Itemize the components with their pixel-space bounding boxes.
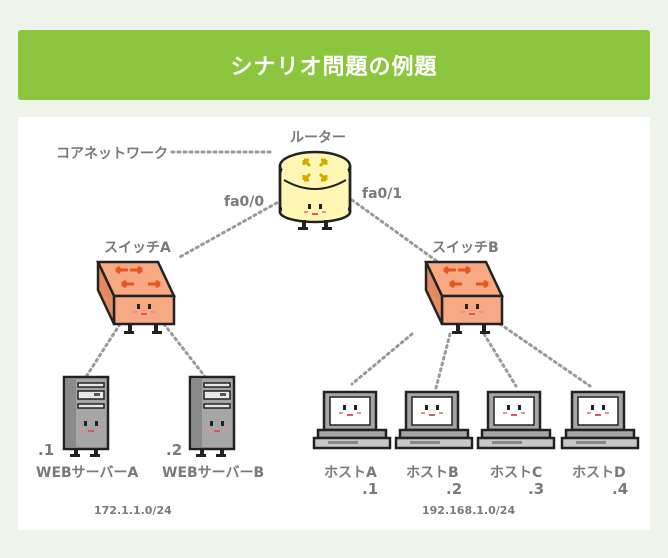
link-switch-a-server-a [82, 322, 122, 382]
subnet-left-label: 172.1.1.0/24 [94, 504, 172, 517]
host-d-address: .4 [612, 480, 628, 498]
link-switch-b-host-a [350, 332, 414, 386]
link-switch-b-host-d [498, 322, 592, 388]
server-a-icon [64, 377, 108, 457]
host-d-icon [562, 392, 638, 448]
link-router-switch-b [350, 198, 440, 264]
port-fa00-label: fa0/0 [224, 194, 264, 210]
core-network-label: コアネットワーク [56, 146, 168, 162]
network-links [82, 150, 592, 390]
link-switch-b-host-c [482, 332, 518, 388]
server-a-label: WEBサーバーA [36, 465, 139, 481]
page-title: シナリオ問題の例題 [18, 30, 650, 100]
switch-b-icon [426, 262, 502, 334]
host-b-label: ホストB [406, 465, 459, 481]
host-a-address: .1 [362, 480, 378, 498]
router-icon [278, 150, 352, 230]
host-d-label: ホストD [572, 465, 626, 481]
host-c-address: .3 [528, 480, 544, 498]
server-b-address: .2 [166, 441, 182, 459]
link-router-switch-a [176, 198, 284, 260]
host-c-label: ホストC [490, 465, 542, 481]
host-a-icon [314, 392, 390, 448]
router-label: ルーター [290, 130, 346, 146]
subnet-right-label: 192.168.1.0/24 [422, 504, 515, 517]
host-a-label: ホストA [324, 465, 377, 481]
host-b-address: .2 [446, 480, 462, 498]
server-b-label: WEBサーバーB [162, 465, 264, 481]
server-b-icon [190, 377, 234, 457]
server-a-address: .1 [38, 441, 54, 459]
port-fa01-label: fa0/1 [362, 186, 402, 202]
link-switch-a-server-b [162, 322, 208, 380]
link-switch-b-host-b [434, 332, 452, 390]
host-b-icon [396, 392, 472, 448]
host-c-icon [478, 392, 554, 448]
switch-a-label: スイッチA [104, 240, 171, 256]
switch-b-label: スイッチB [432, 240, 499, 256]
switch-a-icon [98, 262, 174, 334]
